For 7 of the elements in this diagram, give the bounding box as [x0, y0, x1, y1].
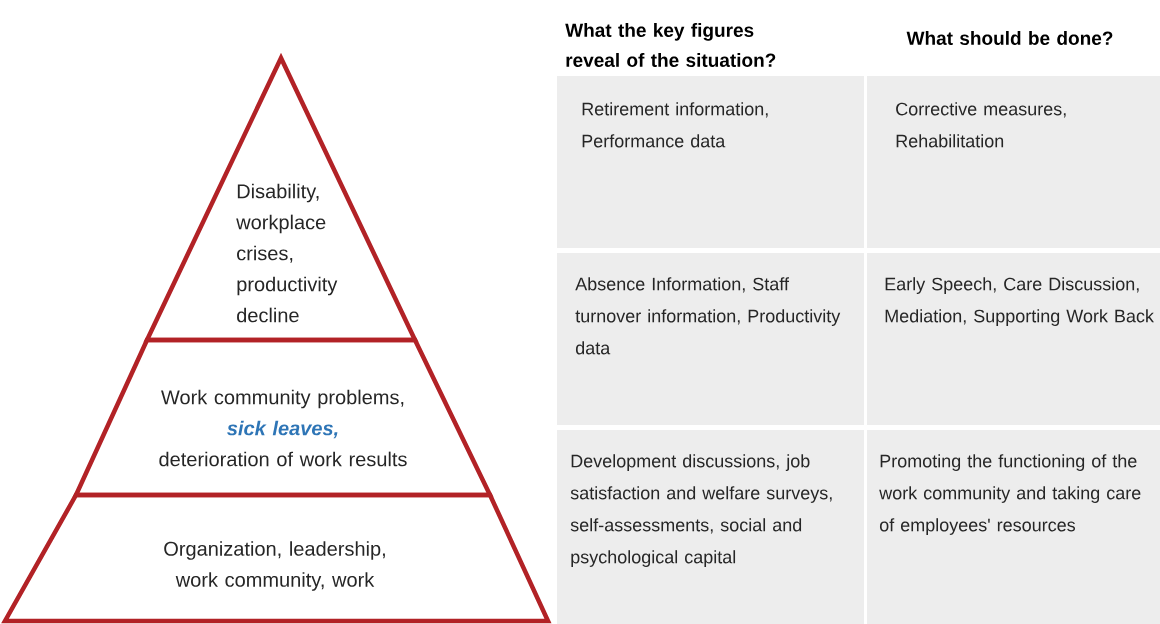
table-cell: Absence Information, Staff turnover information, Productivity data: [557, 253, 864, 425]
column-heading: What should be done?: [906, 31, 1113, 45]
table-cell: Retirement information, Performance data: [557, 76, 864, 248]
table-cell: Early Speech, Care Discussion, Mediation, Supporting Work Back: [867, 253, 1160, 425]
table-cell: Corrective measures, Rehabilitation: [867, 76, 1160, 248]
table-cell: Development discussions, job satisfaction and welfare surveys, self-assessments, social and psychological capital: [557, 430, 864, 624]
table-cell: Promoting the functioning of the work community and taking care of employees' resources: [867, 430, 1160, 624]
